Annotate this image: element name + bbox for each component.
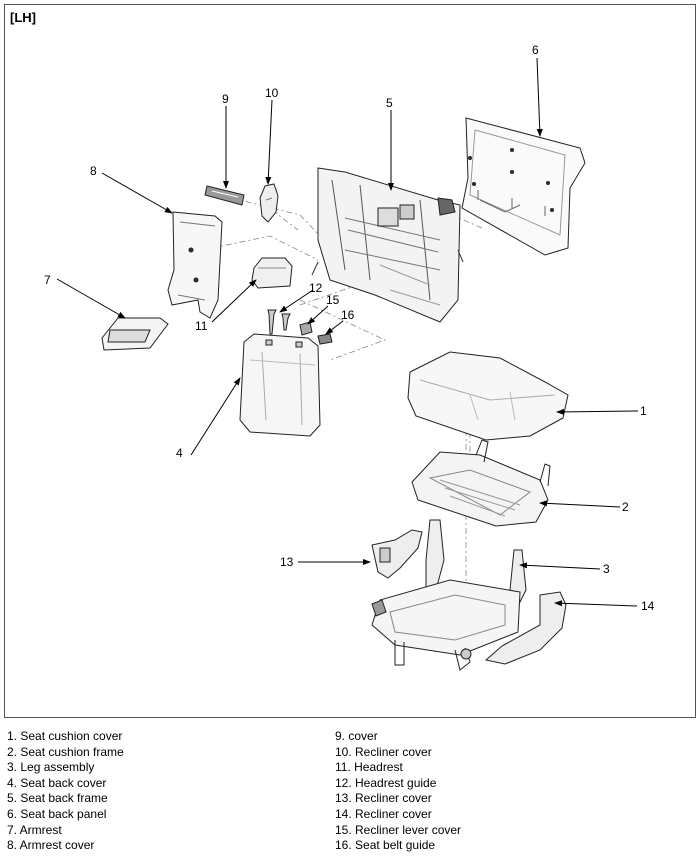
legend-right-column: 9. cover 10. Recliner cover 11. Headrest…	[335, 729, 461, 854]
legend-item: 1. Seat cushion cover	[7, 729, 123, 743]
callout-3: 3	[603, 562, 610, 576]
callout-11: 11	[195, 319, 208, 333]
callout-8: 8	[90, 164, 97, 178]
callout-14: 14	[641, 599, 655, 613]
callout-5: 5	[386, 96, 393, 110]
headrest-guides	[267, 309, 291, 335]
legend-item: 16. Seat belt guide	[335, 838, 436, 853]
legend-left-column: 1. Seat cushion cover 2. Seat cushion fr…	[7, 729, 124, 854]
legend-item: 11. Headrest	[335, 760, 403, 775]
callout-7: 7	[44, 273, 51, 287]
callout-10: 10	[265, 86, 279, 100]
legend-item: 13. Recliner cover	[335, 791, 432, 806]
callout-2: 2	[622, 500, 629, 514]
legend-item: 10. Recliner cover	[335, 744, 432, 759]
callout-1: 1	[640, 404, 647, 418]
recliner-cover-14	[484, 591, 567, 665]
seat-cushion-frame	[411, 439, 551, 527]
view-label: [LH]	[10, 10, 36, 25]
leg-assembly	[371, 519, 527, 671]
callout-6: 6	[532, 43, 539, 57]
legend-item: 15. Recliner lever cover	[335, 822, 462, 837]
legend-item: 14. Recliner cover	[335, 806, 432, 821]
recliner-lever-cover	[299, 321, 313, 336]
callout-numbers: 1 2 3 4 5 6 7 8 9 10 11 12 13 14 15 16	[44, 43, 655, 613]
callout-13: 13	[280, 555, 294, 569]
seat-cushion-cover	[407, 351, 569, 441]
callout-12: 12	[309, 281, 323, 295]
armrest	[101, 317, 169, 351]
legend-item: 8. Armrest cover	[7, 838, 95, 853]
legend-item: 3. Leg assembly	[7, 760, 95, 775]
legend-item: 6. Seat back panel	[7, 806, 107, 821]
callout-9: 9	[222, 92, 229, 106]
seat-back-cover	[239, 333, 321, 437]
recliner-cover-10	[259, 183, 279, 223]
small-cover	[204, 185, 245, 206]
legend-item: 12. Headrest guide	[335, 775, 437, 790]
legend-item: 5. Seat back frame	[7, 791, 108, 806]
seat-belt-guide	[317, 333, 333, 345]
seat-back-panel	[461, 117, 586, 256]
headrest	[251, 257, 293, 289]
leader-lines	[56, 57, 639, 607]
legend-item: 7. Armrest	[7, 822, 62, 837]
diagram-frame	[4, 4, 696, 718]
callout-15: 15	[326, 293, 340, 307]
legend-item: 9. cover	[335, 729, 378, 743]
legend-item: 2. Seat cushion frame	[7, 744, 124, 759]
legend-item: 4. Seat back cover	[7, 775, 107, 790]
exploded-diagram: 1 2 3 4 5 6 7 8 9 10 11 12 13 14 15 16	[44, 43, 655, 671]
armrest-cover	[167, 211, 223, 319]
recliner-cover-13	[371, 529, 423, 579]
seat-back-frame	[311, 167, 464, 323]
callout-16: 16	[341, 308, 355, 322]
callout-4: 4	[176, 446, 183, 460]
